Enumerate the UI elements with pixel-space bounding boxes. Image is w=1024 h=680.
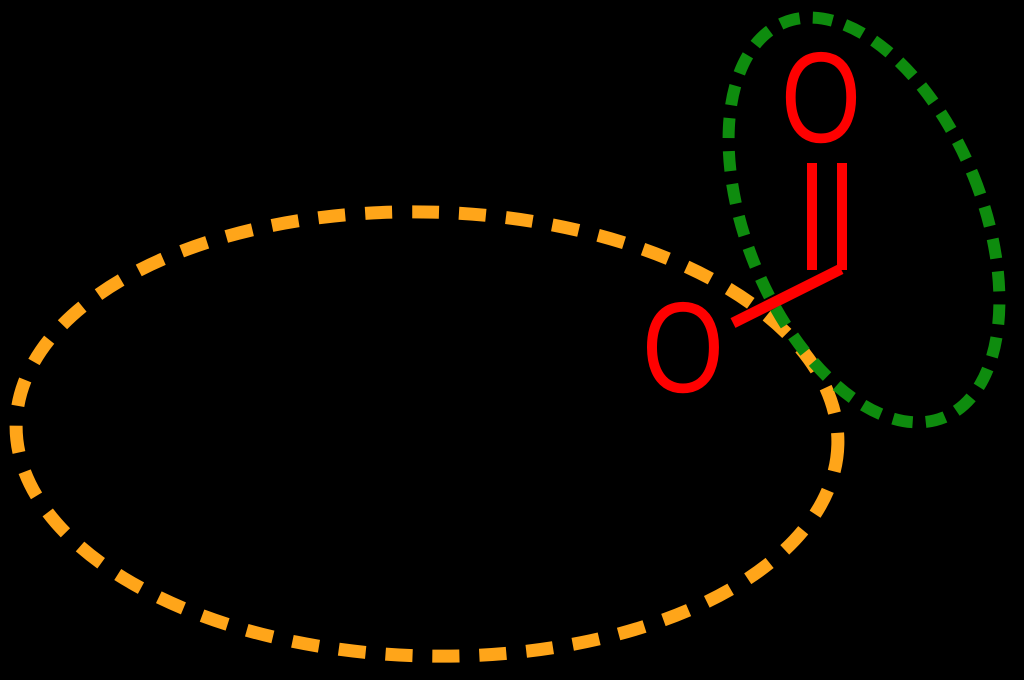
ester-oxygen-label: O xyxy=(642,276,724,420)
carbonyl-oxygen-label: O xyxy=(781,26,861,170)
green-dashed-highlight-ellipse xyxy=(722,11,1006,429)
orange-dashed-highlight-ellipse xyxy=(9,205,845,663)
ester-functional-group: O O xyxy=(642,26,861,420)
ester-co-single-bond xyxy=(730,264,844,328)
